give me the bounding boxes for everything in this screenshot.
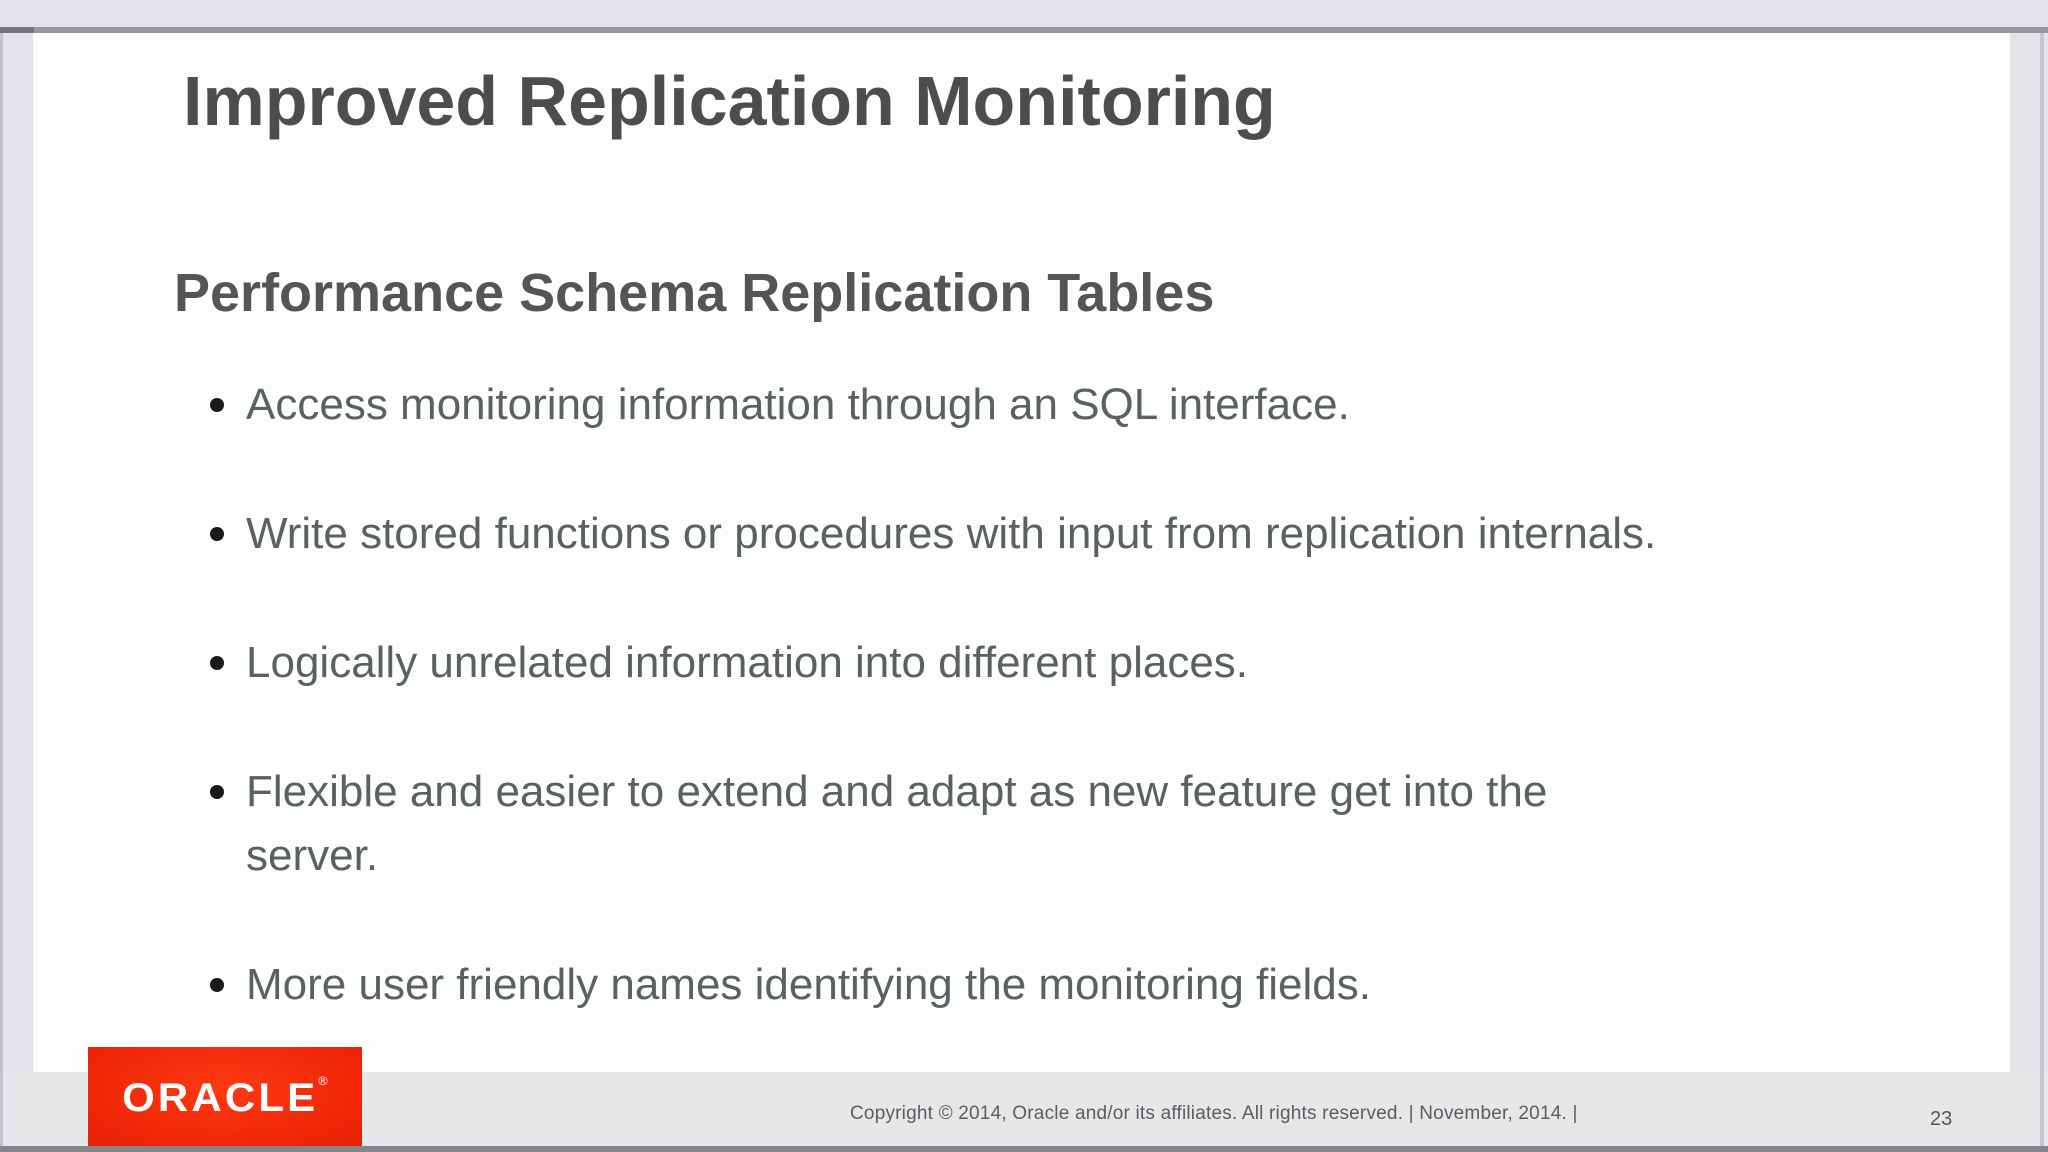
left-edge-line [0,33,3,1152]
oracle-logo-wordmark: ORACLE [122,1076,319,1120]
bullet-item: Flexible and easier to extend and adapt … [210,760,1996,888]
copyright-notice: Copyright © 2014, Oracle and/or its affi… [850,1103,1578,1124]
bullet-item: Logically unrelated information into dif… [210,631,1996,695]
slide-subtitle: Performance Schema Replication Tables [174,263,1215,323]
oracle-logo: ORACLE® [88,1047,362,1146]
bullet-item: More user friendly names identifying the… [210,953,1996,1017]
top-divider-line [0,27,2048,33]
top-divider-line-left-segment [0,27,34,33]
bullet-item: Access monitoring information through an… [210,373,1996,437]
bullet-list: Access monitoring information through an… [210,373,1996,1082]
slide-page-number: 23 [1930,1108,1953,1130]
registered-trademark-icon: ® [318,1074,328,1088]
bottom-divider-line [0,1146,2048,1152]
oracle-logo-text: ORACLE® [122,1075,328,1118]
slide-canvas: Improved Replication Monitoring Performa… [33,33,2010,1072]
slide-title: Improved Replication Monitoring [183,62,1276,140]
bullet-item: Write stored functions or procedures wit… [210,502,1996,566]
right-edge-line [2040,33,2044,1146]
